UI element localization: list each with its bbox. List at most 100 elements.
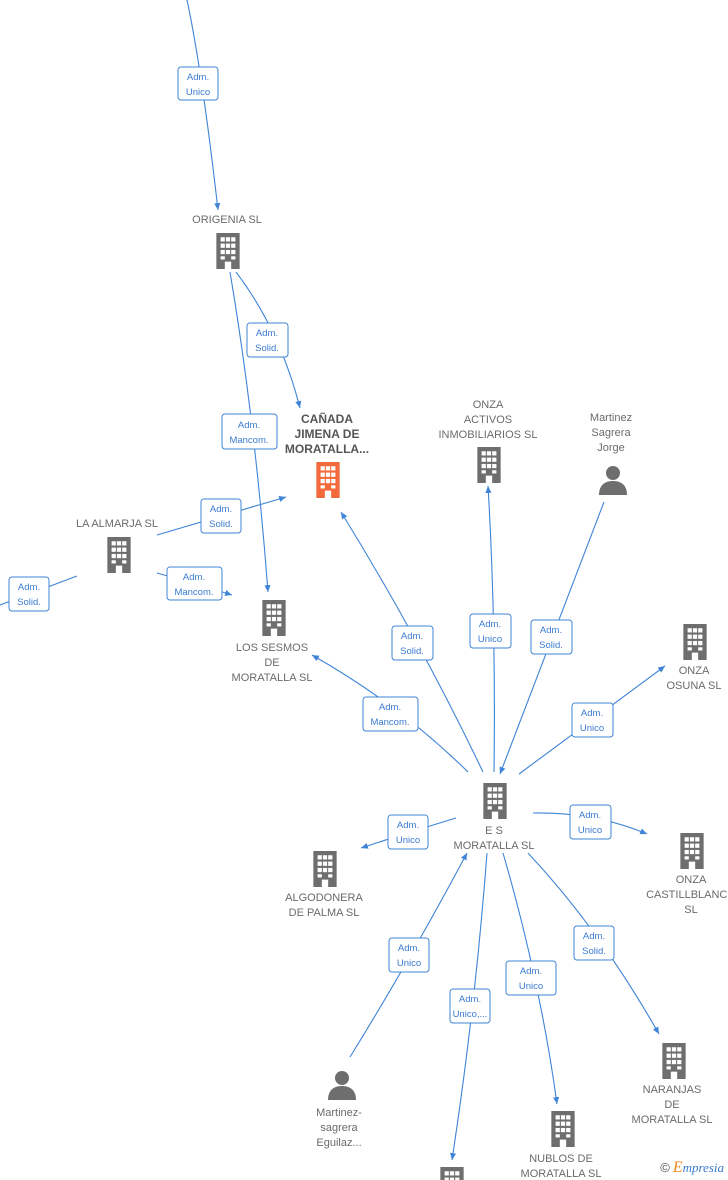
node-label: Jorge [597, 442, 625, 454]
building-icon [262, 600, 286, 636]
edge-adm-unico-es-naranjas[interactable]: Adm. Solid. [527, 852, 660, 1035]
edge-label-line1: Adm. [238, 420, 260, 431]
edge-label-line1: Adm. [581, 708, 603, 719]
building-icon [683, 624, 707, 660]
edge-adm-mancom-origenia-sesmos[interactable]: Adm. Mancom. [221, 271, 278, 593]
edge-label-line1: Adm. [520, 966, 542, 977]
edge-label-line2: Mancom. [174, 587, 213, 598]
node-label: MORATALLA... [285, 442, 369, 456]
node-label: CASTILLBLANCO [646, 889, 728, 901]
node-label: MORATALLA SL [521, 1168, 602, 1180]
edge-label-line2: Solid. [539, 640, 563, 651]
building-icon [216, 233, 240, 269]
edge-adm-solid-almarja-canada[interactable]: Adm. Solid. [156, 496, 287, 536]
node-martinez-sagrera-jorge[interactable]: Martinez Sagrera Jorge [590, 412, 632, 495]
edge-label-line2: Solid. [582, 946, 606, 957]
building-icon [662, 1043, 686, 1079]
edge-label-line1: Adm. [579, 810, 601, 821]
node-naranjas[interactable]: NARANJAS DE MORATALLA SL [632, 1043, 713, 1126]
edge-adm-solid-left-almarja[interactable]: Adm. Solid. [0, 575, 78, 612]
node-label: JIMENA DE [295, 427, 360, 441]
node-onza-activos[interactable]: ONZA ACTIVOS INMOBILIARIOS SL [438, 399, 538, 483]
edge-adm-solid-martinez-es[interactable]: Adm. Solid. [499, 501, 605, 775]
edge-label-line1: Adm. [398, 943, 420, 954]
node-label: SL [684, 904, 697, 916]
node-label: Martinez- [316, 1107, 362, 1119]
edge-adm-solid-martinez-eguilaz-es[interactable]: Adm. Unico [349, 852, 468, 1058]
edge-label-line1: Adm. [379, 702, 401, 713]
edge-label-line2: Solid. [255, 343, 279, 354]
brand-name: mpresia [682, 1160, 724, 1175]
node-nublos[interactable]: NUBLOS DE MORATALLA SL [521, 1111, 602, 1180]
node-los-sesmos[interactable]: LOS SESMOS DE MORATALLA SL [232, 600, 313, 684]
copyright-symbol: © [660, 1160, 670, 1175]
edge-adm-unico-es-onza-activos[interactable]: Adm. Unico [469, 485, 512, 773]
node-bottom-partial[interactable] [440, 1167, 464, 1180]
edge-label-line2: Unico [396, 835, 420, 846]
edge-label-line1: Adm. [479, 619, 501, 630]
edge-label-line1: Adm. [401, 631, 423, 642]
node-label: ORIGENIA SL [192, 214, 262, 226]
node-canada-jimena[interactable]: CAÑADA JIMENA DE MORATALLA... [285, 411, 369, 498]
edge-label-line1: Adm. [540, 625, 562, 636]
node-algodonera[interactable]: ALGODONERA DE PALMA SL [285, 851, 363, 919]
person-icon [328, 1071, 356, 1100]
node-label: INMOBILIARIOS SL [438, 429, 537, 441]
edge-adm-unico-origenia[interactable]: Adm. Unico [177, 0, 221, 211]
building-icon [316, 462, 340, 498]
edge-label-line1: Adm. [187, 72, 209, 83]
edge-label-line2: Unico [478, 634, 502, 645]
edge-adm-unico-es-bottom[interactable]: Adm. Unico,... [449, 852, 491, 1161]
node-label: DE [264, 657, 279, 669]
nodes-layer: ORIGENIA SL CAÑADA JIMENA DE MORATALLA..… [76, 214, 728, 1180]
node-onza-osuna[interactable]: ONZA OSUNA SL [666, 624, 722, 692]
node-label: E S [485, 825, 503, 837]
node-label: Martinez [590, 412, 632, 424]
node-label: OSUNA SL [666, 680, 721, 692]
node-label: ONZA [679, 665, 710, 677]
edge-adm-solid-es-canada[interactable]: Adm. Solid. [340, 511, 484, 773]
edge-label-line2: Unico [580, 723, 604, 734]
edge-label-line1: Adm. [397, 820, 419, 831]
edge-adm-mancom-almarja-sesmos[interactable]: Adm. Mancom. [156, 566, 233, 601]
building-icon [483, 783, 507, 819]
edge-label-line1: Adm. [18, 582, 40, 593]
edge-adm-unico-es-nublos[interactable]: Adm. Unico [502, 852, 560, 1105]
node-label: sagrera [320, 1122, 358, 1134]
node-la-almarja[interactable]: LA ALMARJA SL [76, 518, 158, 573]
building-icon [107, 537, 131, 573]
node-label: DE [664, 1099, 679, 1111]
building-icon [440, 1167, 464, 1180]
empresia-logo: ©Empresia [660, 1159, 724, 1177]
edge-label-line2: Solid. [17, 597, 41, 608]
node-label: ACTIVOS [464, 414, 512, 426]
node-label: LA ALMARJA SL [76, 518, 158, 530]
node-label: Eguilaz... [316, 1137, 361, 1149]
building-icon [551, 1111, 575, 1147]
person-icon [599, 466, 627, 495]
edge-adm-unico-es-onza-osuna[interactable]: Adm. Unico [518, 665, 666, 775]
edge-label-line2: Unico [186, 87, 210, 98]
building-icon [477, 447, 501, 483]
building-icon [680, 833, 704, 869]
building-icon [313, 851, 337, 887]
edge-label-line1: Adm. [183, 572, 205, 583]
edge-adm-solid-origenia-canada[interactable]: Adm. Solid. [235, 271, 302, 409]
node-label: LOS SESMOS [236, 642, 308, 654]
edge-adm-unico-es-algodonera[interactable]: Adm. Unico [360, 814, 457, 850]
node-es-moratalla[interactable]: E S MORATALLA SL [454, 783, 535, 852]
node-label: ONZA [473, 399, 504, 411]
node-label: NARANJAS [643, 1084, 702, 1096]
edge-label-line2: Unico [397, 958, 421, 969]
node-onza-castillblanco[interactable]: ONZA CASTILLBLANCO SL [646, 833, 728, 916]
node-label: MORATALLA SL [232, 672, 313, 684]
edge-adm-unico-es-onza-castillblanco[interactable]: Adm. Unico [532, 804, 648, 840]
node-martinez-eguilaz[interactable]: Martinez- sagrera Eguilaz... [316, 1071, 362, 1149]
node-label: DE PALMA SL [289, 907, 360, 919]
edge-label-line2: Mancom. [370, 717, 409, 728]
edge-label-line1: Adm. [583, 931, 605, 942]
node-origenia[interactable]: ORIGENIA SL [192, 214, 262, 269]
node-label: CAÑADA [301, 411, 353, 426]
edge-adm-mancom-es-sesmos[interactable]: Adm. Mancom. [311, 654, 469, 773]
